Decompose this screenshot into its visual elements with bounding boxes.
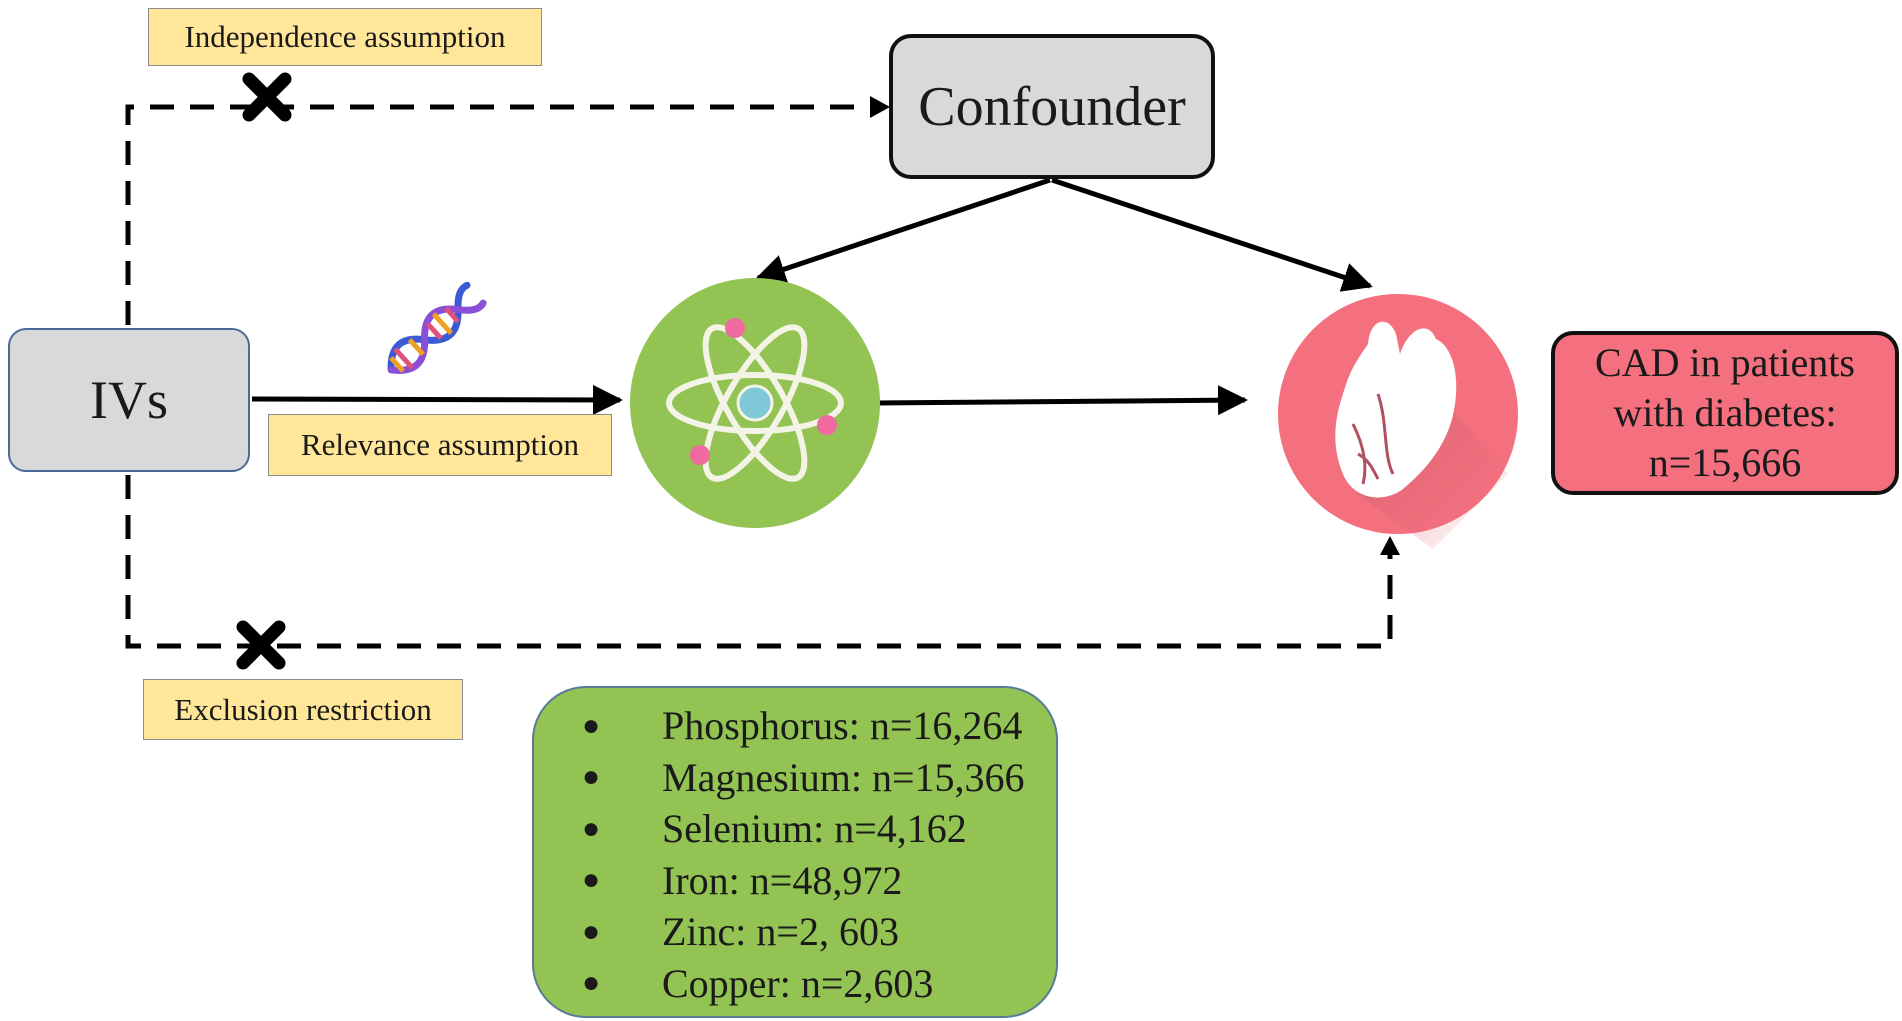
exclusion-restriction-label: Exclusion restriction — [143, 679, 463, 740]
exposure-text: Iron: n=48,972 — [662, 857, 903, 903]
exposure-list-box: ● Phosphorus: n=16,264 ● Magnesium: n=15,3… — [532, 686, 1058, 1018]
exposure-text: Copper: n=2,603 — [662, 960, 934, 1006]
list-item: ● Iron: n=48,972 — [534, 855, 1056, 907]
cross-mark-icon — [242, 72, 292, 122]
bullet-icon: ● — [581, 966, 601, 1000]
outcome-node: CAD in patients with diabetes: n=15,666 — [1551, 331, 1899, 495]
atom-icon — [630, 278, 880, 528]
list-item: ● Magnesium: n=15,366 — [534, 752, 1056, 804]
list-item: ● Copper: n=2,603 — [534, 958, 1056, 1010]
exposure-text: Magnesium: n=15,366 — [662, 754, 1025, 800]
exposure-list: ● Phosphorus: n=16,264 ● Magnesium: n=15,3… — [534, 700, 1056, 1009]
exposure-text: Zinc: n=2, 603 — [662, 909, 899, 955]
bullet-icon: ● — [581, 708, 601, 742]
independence-path — [125, 96, 890, 325]
arrow-confounder-to-exposure — [755, 177, 1051, 284]
exposure-text: Phosphorus: n=16,264 — [662, 703, 1023, 749]
bullet-icon: ● — [581, 760, 601, 794]
bullet-icon: ● — [581, 863, 601, 897]
outcome-line-2: with diabetes: — [1613, 390, 1837, 435]
list-item: ● Selenium: n=4,162 — [534, 803, 1056, 855]
ivs-node: IVs — [8, 328, 250, 472]
outcome-line-1: CAD in patients — [1595, 340, 1855, 385]
exposure-text: Selenium: n=4,162 — [662, 806, 967, 852]
relevance-assumption-label: Relevance assumption — [268, 414, 612, 476]
bullet-icon: ● — [581, 811, 601, 845]
exclusion-path — [125, 475, 1400, 649]
arrow-ivs-to-exposure — [251, 384, 623, 415]
independence-assumption-label: Independence assumption — [148, 8, 542, 66]
list-item: ● Zinc: n=2, 603 — [534, 906, 1056, 958]
dna-icon — [387, 281, 487, 374]
list-item: ● Phosphorus: n=16,264 — [534, 700, 1056, 752]
bullet-icon: ● — [581, 914, 601, 948]
confounder-node: Confounder — [889, 34, 1215, 179]
heart-icon — [1278, 294, 1518, 549]
arrow-exposure-to-outcome — [877, 385, 1248, 416]
cross-mark-icon — [236, 620, 286, 670]
arrow-confounder-to-outcome — [1051, 177, 1373, 292]
outcome-line-3: n=15,666 — [1648, 440, 1802, 485]
